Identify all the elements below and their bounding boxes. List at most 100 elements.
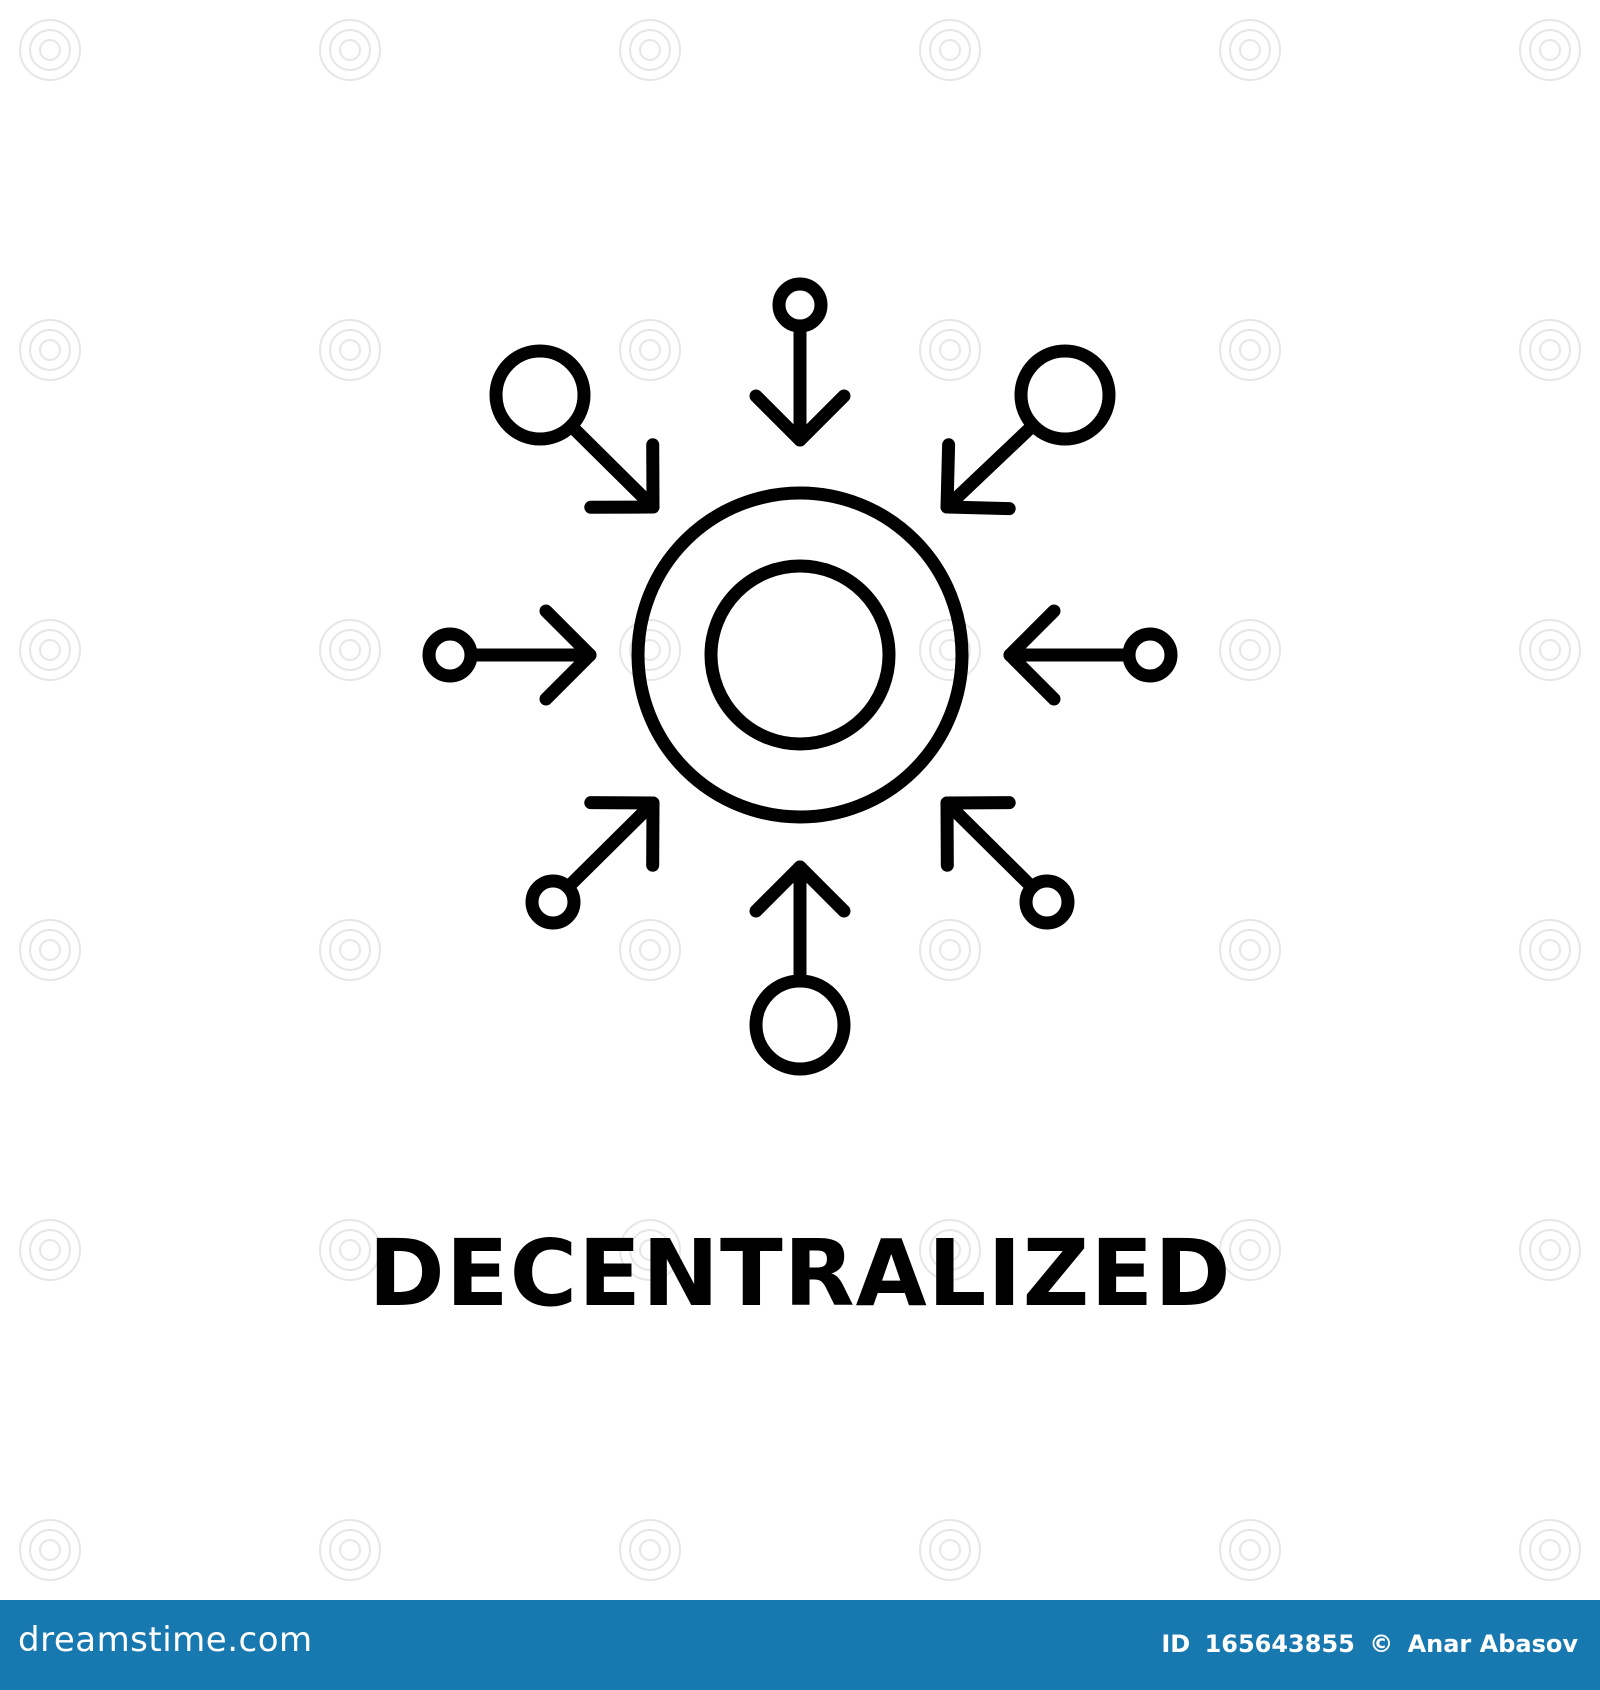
decentralized-network-icon — [422, 277, 1178, 1076]
watermark-swirl-icon — [939, 1239, 961, 1261]
watermark-swirl-icon — [1219, 919, 1281, 981]
watermark-swirl-icon — [919, 919, 981, 981]
watermark-swirl-icon — [1539, 1539, 1561, 1561]
watermark-swirl-icon — [19, 919, 81, 981]
watermark-swirl-icon — [1529, 929, 1571, 971]
watermark-swirl-icon — [1529, 329, 1571, 371]
watermark-swirl-icon — [919, 1519, 981, 1581]
watermark-swirl-icon — [1239, 1539, 1261, 1561]
arrow-top-head-icon — [749, 389, 851, 447]
watermark-swirl-icon — [339, 639, 361, 661]
watermark-swirl-icon — [1519, 319, 1581, 381]
watermark-swirl-icon — [1219, 619, 1281, 681]
watermark-swirl-icon — [919, 1219, 981, 1281]
watermark-swirl-icon — [1239, 939, 1261, 961]
watermark-swirl-icon — [29, 29, 71, 71]
watermark-swirl-icon — [1229, 1229, 1271, 1271]
watermark-swirl-icon — [1539, 339, 1561, 361]
watermark-swirl-icon — [939, 39, 961, 61]
arrow-bottom-right-shaft — [940, 796, 1039, 894]
watermark-swirl-icon — [919, 319, 981, 381]
arrow-top-left-head-icon — [584, 438, 660, 514]
hub-outer-ring — [631, 486, 969, 824]
watermark-swirl-icon — [639, 1539, 661, 1561]
author-name[interactable]: Anar Abasov — [1407, 1630, 1578, 1658]
watermark-swirl-icon — [1539, 39, 1561, 61]
watermark-swirl-icon — [919, 19, 981, 81]
watermark-swirl-icon — [639, 1239, 661, 1261]
watermark-swirl-icon — [929, 929, 971, 971]
watermark-swirl-icon — [19, 319, 81, 381]
watermark-swirl-icon — [619, 919, 681, 981]
node-top-right-icon — [1014, 344, 1116, 446]
arrow-bottom-right-head-icon — [940, 796, 1016, 872]
watermark-swirl-icon — [1239, 639, 1261, 661]
watermark-swirl-icon — [339, 1239, 361, 1261]
arrow-left-head-icon — [539, 604, 597, 706]
node-top-left-icon — [489, 344, 591, 446]
arrow-bottom-head-icon — [749, 860, 851, 918]
node-bottom-icon — [749, 974, 851, 1076]
id-label: ID — [1161, 1630, 1191, 1658]
watermark-swirl-icon — [339, 339, 361, 361]
caption-title: DECENTRALIZED — [368, 1220, 1232, 1327]
watermark-swirl-icon — [929, 1529, 971, 1571]
watermark-swirl-icon — [1539, 639, 1561, 661]
watermark-swirl-icon — [939, 339, 961, 361]
watermark-swirl-icon — [1529, 629, 1571, 671]
watermark-swirl-icon — [339, 939, 361, 961]
watermark-swirl-icon — [919, 619, 981, 681]
site-logo[interactable]: dreamstime.com — [18, 1620, 313, 1660]
watermark-swirl-icon — [319, 1219, 381, 1281]
watermark-swirl-icon — [1229, 329, 1271, 371]
watermark-swirl-icon — [629, 929, 671, 971]
watermark-swirl-icon — [1519, 619, 1581, 681]
watermark-swirl-icon — [39, 939, 61, 961]
watermark-swirl-icon — [1219, 319, 1281, 381]
watermark-swirl-icon — [929, 629, 971, 671]
watermark-swirl-icon — [629, 329, 671, 371]
watermark-swirl-icon — [619, 319, 681, 381]
watermark-swirl-icon — [39, 39, 61, 61]
watermark-swirl-icon — [29, 929, 71, 971]
arrow-bottom-left-head-icon — [584, 796, 660, 872]
watermark-swirl-icon — [639, 39, 661, 61]
watermark-swirl-icon — [1229, 29, 1271, 71]
watermark-swirl-icon — [1239, 1239, 1261, 1261]
watermark-swirl-icon — [929, 29, 971, 71]
image-credit: ID 165643855 © Anar Abasov — [1161, 1630, 1578, 1658]
watermark-swirl-icon — [39, 639, 61, 661]
footer-bar: dreamstime.com ID 165643855 © Anar Abaso… — [0, 1600, 1600, 1690]
image-id: 165643855 — [1204, 1630, 1355, 1658]
watermark-swirl-icon — [29, 329, 71, 371]
copyright-symbol: © — [1369, 1630, 1394, 1658]
watermark-swirl-icon — [629, 629, 671, 671]
watermark-swirl-icon — [629, 1529, 671, 1571]
watermark-swirl-icon — [1519, 1519, 1581, 1581]
arrow-bottom-left-shaft — [561, 796, 660, 894]
watermark-swirl-icon — [629, 1229, 671, 1271]
arrow-top-right-shaft — [940, 418, 1040, 514]
watermark-swirl-icon — [19, 619, 81, 681]
watermark-swirl-icon — [329, 329, 371, 371]
watermark-swirl-icon — [19, 1219, 81, 1281]
watermark-swirl-icon — [339, 1539, 361, 1561]
watermark-swirl-icon — [629, 29, 671, 71]
watermark-swirl-icon — [939, 1539, 961, 1561]
watermark-swirl-icon — [1219, 19, 1281, 81]
watermark-swirl-icon — [929, 1229, 971, 1271]
watermark-swirl-icon — [1229, 1529, 1271, 1571]
watermark-swirl-icon — [1519, 919, 1581, 981]
arrow-right-head-icon — [1003, 604, 1061, 706]
watermark-swirl-icon — [19, 1519, 81, 1581]
watermark-swirl-icon — [1539, 939, 1561, 961]
watermark-swirl-icon — [329, 629, 371, 671]
watermark-swirl-icon — [1529, 1529, 1571, 1571]
watermark-swirl-icon — [29, 1229, 71, 1271]
watermark-swirl-icon — [939, 939, 961, 961]
watermark-swirl-icon — [319, 919, 381, 981]
watermark-swirl-icon — [329, 929, 371, 971]
watermark-swirl-icon — [1219, 1219, 1281, 1281]
watermark-swirl-icon — [319, 619, 381, 681]
hub-inner-ring — [704, 559, 896, 751]
